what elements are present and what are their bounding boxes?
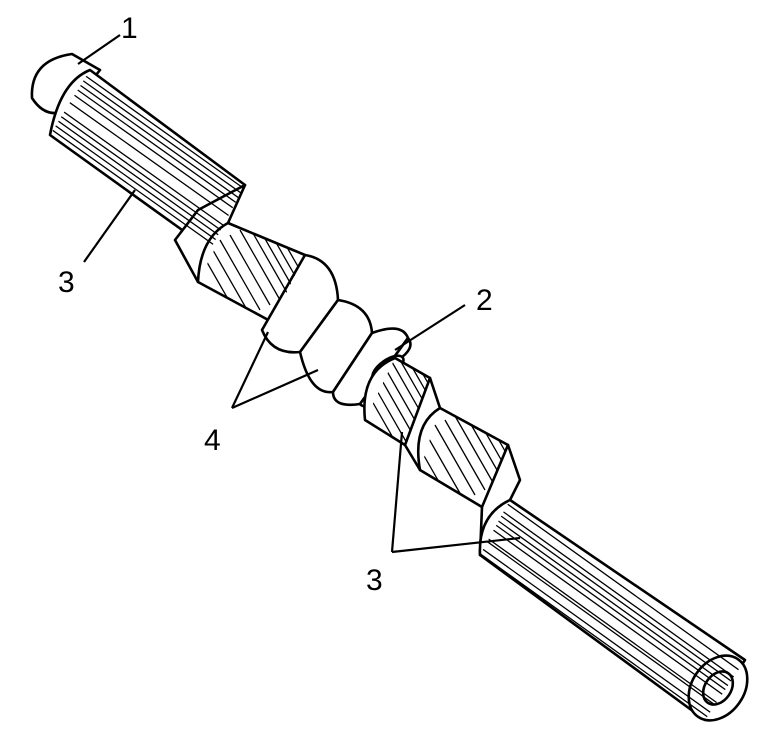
leader-lines bbox=[77, 34, 521, 554]
callout-4: 4 bbox=[204, 424, 221, 457]
left-journal bbox=[173, 183, 247, 284]
leader-1 bbox=[77, 34, 121, 65]
leader-4-1 bbox=[231, 331, 269, 409]
leader-3b-1 bbox=[390, 431, 404, 553]
left-spline-section bbox=[48, 68, 247, 252]
left-spline-teeth bbox=[50, 71, 245, 250]
leader-3a bbox=[83, 189, 136, 263]
callout-2: 2 bbox=[476, 284, 493, 317]
leader-3b-2 bbox=[391, 536, 521, 554]
right-spline-teeth bbox=[480, 502, 745, 720]
leader-2 bbox=[394, 304, 466, 351]
leader-4-2 bbox=[231, 368, 319, 410]
callout-3-left: 3 bbox=[58, 266, 75, 299]
callout-3-right: 3 bbox=[366, 564, 383, 597]
callout-1: 1 bbox=[121, 12, 138, 45]
right-gear-spline-teeth bbox=[420, 413, 508, 507]
